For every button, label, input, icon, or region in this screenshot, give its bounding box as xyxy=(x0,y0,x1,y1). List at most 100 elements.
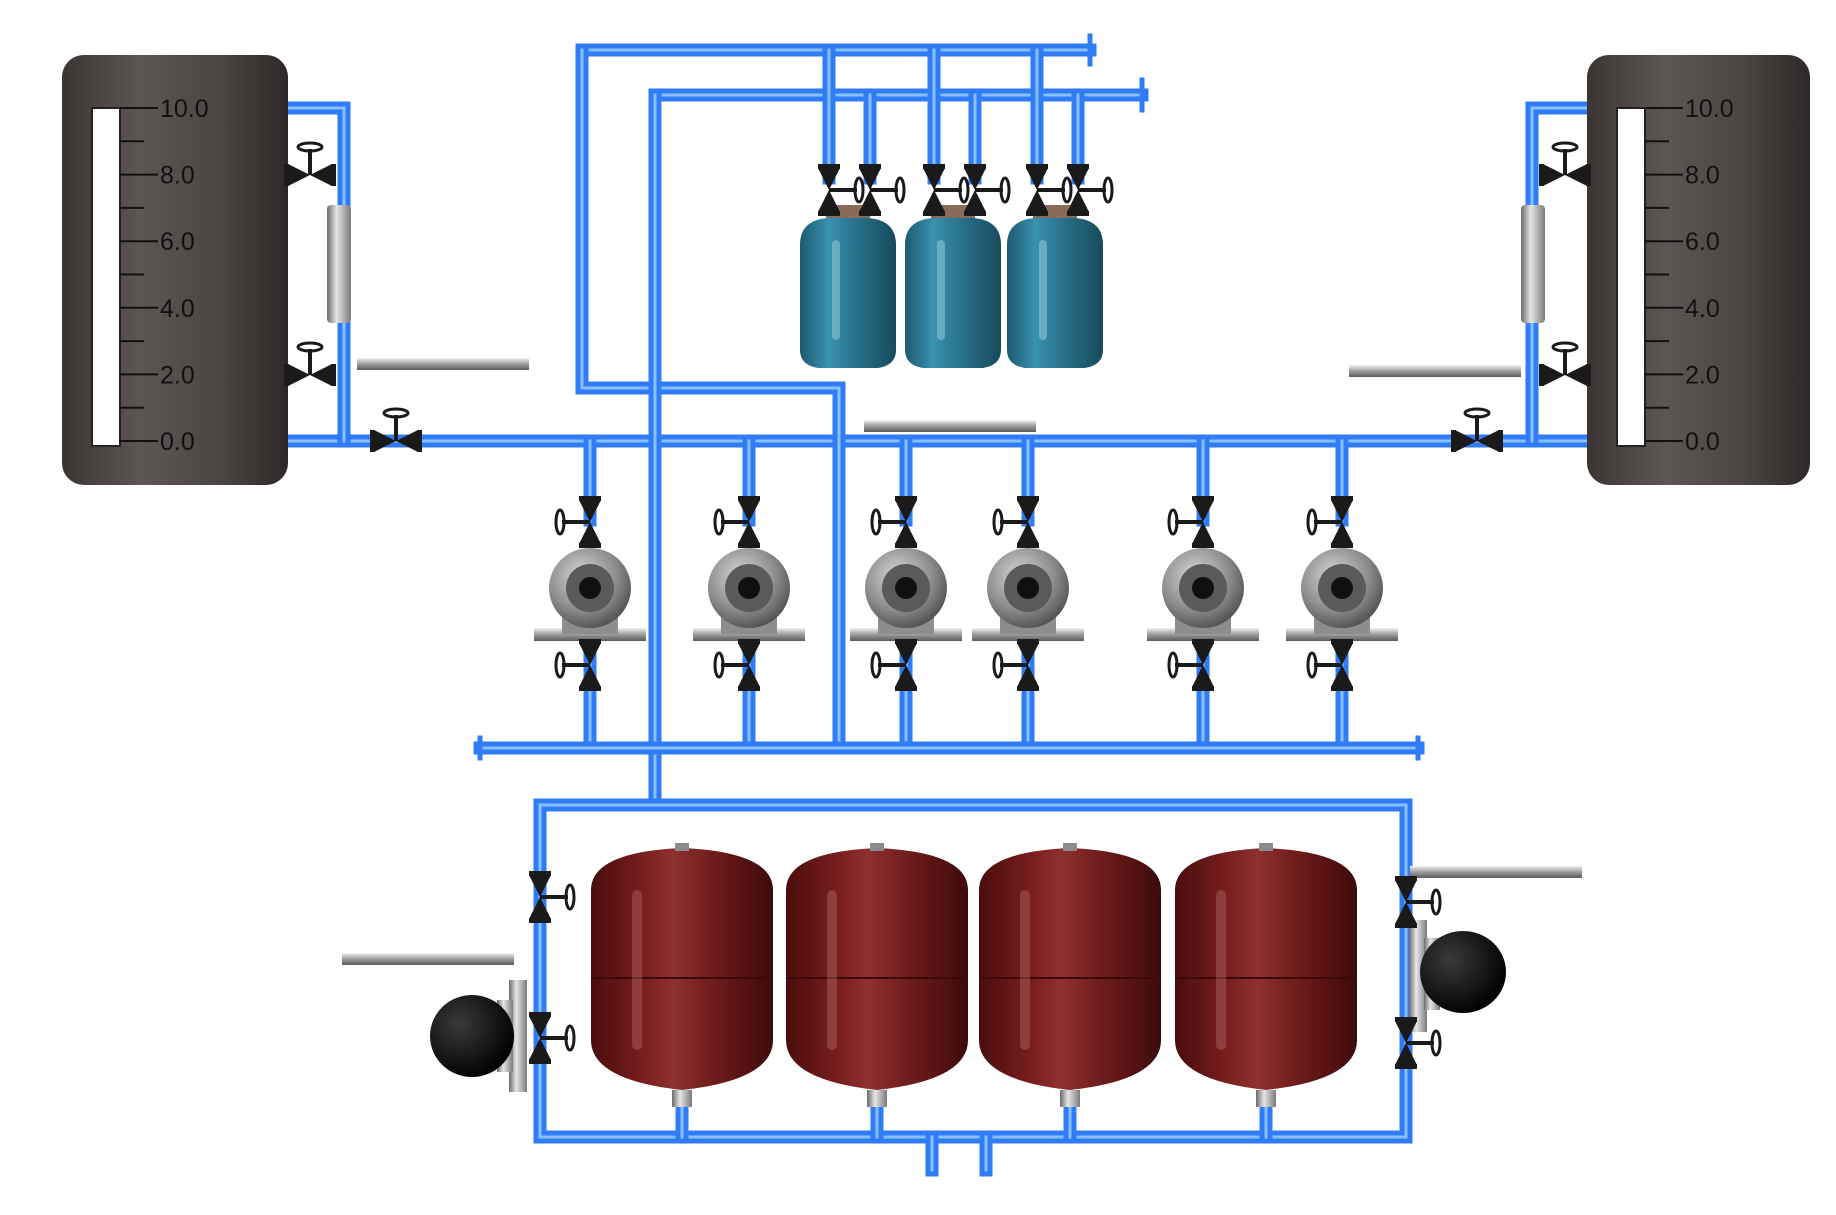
gate-valve-icon xyxy=(1395,1017,1442,1069)
lower-right-sensor-bar xyxy=(1410,866,1582,878)
filter-vessel-icon xyxy=(905,205,1001,368)
vessel-highlight xyxy=(632,890,642,1050)
gate-valve-icon xyxy=(1539,141,1591,186)
scale-label: 2.0 xyxy=(160,361,195,389)
level-gauge-window xyxy=(91,107,121,447)
gate-valve-icon xyxy=(923,164,970,216)
scale-label: 6.0 xyxy=(1685,228,1720,256)
pump-shaft xyxy=(1017,577,1039,599)
gate-valve-icon xyxy=(554,496,601,548)
gate-valve-icon xyxy=(818,164,865,216)
filter-body xyxy=(800,218,896,368)
gate-valve-icon xyxy=(713,639,760,691)
vessel-top-cap xyxy=(1063,843,1077,851)
vessel-top-cap xyxy=(675,843,689,851)
circulation-pump-right xyxy=(1409,920,1506,1032)
gate-valve-icon xyxy=(964,164,1011,216)
expansion-vessel-icon xyxy=(979,843,1161,1107)
centrifugal-pump-icon xyxy=(972,548,1084,641)
scale-label: 0.0 xyxy=(160,428,195,456)
vessel-body xyxy=(1175,848,1357,1090)
filter-body xyxy=(905,218,1001,368)
gate-valve-icon xyxy=(1539,341,1591,386)
level-gauge-window xyxy=(1616,107,1646,447)
left-level-tank: 10.0 8.0 6.0 4.0 2.0 0.0 xyxy=(62,55,288,485)
vessel-top-cap xyxy=(870,843,884,851)
filter-group xyxy=(800,205,1103,368)
filter-vessel-icon xyxy=(800,205,896,368)
gate-valve-icon xyxy=(1067,164,1114,216)
pump-shaft xyxy=(895,577,917,599)
gate-valve-icon xyxy=(870,496,917,548)
left-tank-scale: 10.0 8.0 6.0 4.0 2.0 0.0 xyxy=(120,95,209,456)
vessel-body xyxy=(979,848,1161,1090)
vessel-highlight xyxy=(827,890,837,1050)
scale-label: 2.0 xyxy=(1685,361,1720,389)
scale-label: 8.0 xyxy=(160,162,195,190)
right-level-tank: 10.08.06.04.02.00.0 xyxy=(1587,55,1810,485)
centrifugal-pump-icon xyxy=(1286,548,1398,641)
scale-label: 10.0 xyxy=(160,95,209,123)
vessel-body xyxy=(591,848,773,1090)
expansion-vessel-group xyxy=(591,843,1357,1107)
vessel-connector xyxy=(672,1090,692,1107)
filter-highlight xyxy=(1039,240,1047,340)
vessel-top-cap xyxy=(1259,843,1273,851)
scale-label: 4.0 xyxy=(160,295,195,323)
vessel-highlight xyxy=(1020,890,1030,1050)
center-sensor-bar xyxy=(864,420,1036,432)
gate-valve-icon xyxy=(1167,639,1214,691)
right-bypass-fitting xyxy=(1521,205,1545,323)
gate-valve-icon xyxy=(859,164,906,216)
gate-valve-icon xyxy=(1451,407,1503,452)
gate-valve-icon xyxy=(529,1012,576,1064)
right-tank-scale: 10.08.06.04.02.00.0 xyxy=(1645,95,1734,456)
pump-shaft xyxy=(1192,577,1214,599)
gate-valve-icon xyxy=(1167,496,1214,548)
vessel-connector xyxy=(1060,1090,1080,1107)
scale-label: 4.0 xyxy=(1685,295,1720,323)
gate-valve-icon xyxy=(713,496,760,548)
pump-shaft xyxy=(579,577,601,599)
pipe-highlight xyxy=(1530,106,1589,443)
side-circulation-pumps xyxy=(430,920,1506,1092)
pump-shaft xyxy=(1331,577,1353,599)
right-sensor-bar xyxy=(1349,365,1521,377)
gate-valve-icon xyxy=(370,407,422,452)
gate-valve-icon xyxy=(284,141,336,186)
circulation-pump-left xyxy=(430,980,527,1092)
gate-valve-icon xyxy=(1395,876,1442,928)
vessel-body xyxy=(786,848,968,1090)
steel-bars xyxy=(327,205,1582,965)
scale-label: 10.0 xyxy=(1685,95,1734,123)
vessel-highlight xyxy=(1216,890,1226,1050)
expansion-vessel-icon xyxy=(591,843,773,1107)
centrifugal-pump-icon xyxy=(850,548,962,641)
gate-valve-icon xyxy=(1306,639,1353,691)
expansion-vessel-icon xyxy=(786,843,968,1107)
vessel-connector xyxy=(1256,1090,1276,1107)
centrifugal-pump-icon xyxy=(1147,548,1259,641)
gate-valve-icon xyxy=(554,639,601,691)
gate-valve-icon xyxy=(992,639,1039,691)
pipe-highlight xyxy=(286,106,346,443)
left-sensor-bar xyxy=(357,358,529,370)
filter-highlight xyxy=(937,240,945,340)
centrifugal-pump-icon xyxy=(534,548,646,641)
filter-body xyxy=(1007,218,1103,368)
pump-group xyxy=(534,548,1398,641)
pump-shaft xyxy=(738,577,760,599)
pipe-network xyxy=(281,33,1594,1177)
filter-vessel-icon xyxy=(1007,205,1103,368)
valve-group xyxy=(284,141,1591,1069)
gate-valve-icon xyxy=(284,341,336,386)
scale-label: 0.0 xyxy=(1685,428,1720,456)
expansion-vessel-icon xyxy=(1175,843,1357,1107)
scale-label: 6.0 xyxy=(160,228,195,256)
gate-valve-icon xyxy=(870,639,917,691)
gate-valve-icon xyxy=(529,871,576,923)
lower-left-sensor-bar xyxy=(342,953,514,965)
gate-valve-icon xyxy=(1306,496,1353,548)
gate-valve-icon xyxy=(992,496,1039,548)
